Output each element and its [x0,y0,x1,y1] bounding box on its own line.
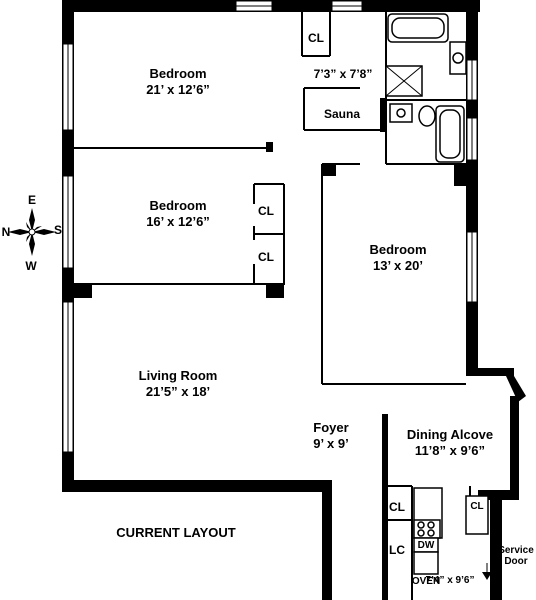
foyer-label: Foyer 9’ x 9’ [313,420,348,452]
interior-walls [74,10,471,600]
bedroom-2-label: Bedroom 16’ x 12’6” [146,198,210,230]
bedroom-2-name: Bedroom [149,198,207,213]
bedroom-1-size: 21’ x 12’6” [146,82,210,97]
oven-label: OVEN [411,576,441,587]
stove [413,519,441,539]
closet-kitchen: CL [470,501,484,512]
bedroom-2-size: 16’ x 12’6” [146,214,210,229]
kitchen-closet-box [465,495,489,535]
compass-north: N [1,225,11,239]
service-door-line-1: Service [498,545,534,556]
dining-alcove-size: 11’8” x 9’6” [414,443,486,458]
dining-alcove-label: Dining Alcove 11’8” x 9’6” [407,427,493,459]
bedroom-1-name: Bedroom [149,66,207,81]
compass-east: E [27,193,37,207]
toilet [418,105,436,127]
linen-closet: LC [389,543,405,557]
kitchen-size: 7’4” x 9’6” [425,575,475,586]
closet-bedroom-upper: CL [258,204,274,218]
bedroom-3-name: Bedroom [369,242,427,257]
compass-west: W [25,259,37,273]
bathroom-size: 7’3” x 7’8” [313,67,373,81]
exterior-walls [62,0,526,600]
service-door-label: Service Door [498,545,534,567]
living-room-name: Living Room [138,368,218,383]
foyer-size: 9’ x 9’ [313,436,349,451]
bathroom-fixtures [385,13,467,163]
layout-caption: CURRENT LAYOUT [116,525,236,540]
closet-bath: CL [308,31,324,45]
compass-rose [8,208,56,256]
kitchen-sink [413,551,439,575]
closet-bedroom-lower: CL [258,250,274,264]
bedroom-1-label: Bedroom 21’ x 12’6” [146,66,210,98]
dining-alcove-name: Dining Alcove [406,427,494,442]
closet-foyer: CL [389,500,405,514]
foyer-name: Foyer [313,420,349,435]
bedroom-3-size: 13’ x 20’ [373,258,423,273]
compass-south: S [53,223,63,237]
windows [62,0,478,453]
kitchen-fixtures [413,487,492,580]
living-room-size: 21’5” x 18’ [145,384,211,399]
living-room-label: Living Room 21’5” x 18’ [139,368,218,400]
sauna-label: Sauna [323,107,361,121]
service-door-line-2: Door [504,556,528,567]
dishwasher-label: DW [417,540,435,551]
bedroom-3-label: Bedroom 13’ x 20’ [369,242,426,274]
